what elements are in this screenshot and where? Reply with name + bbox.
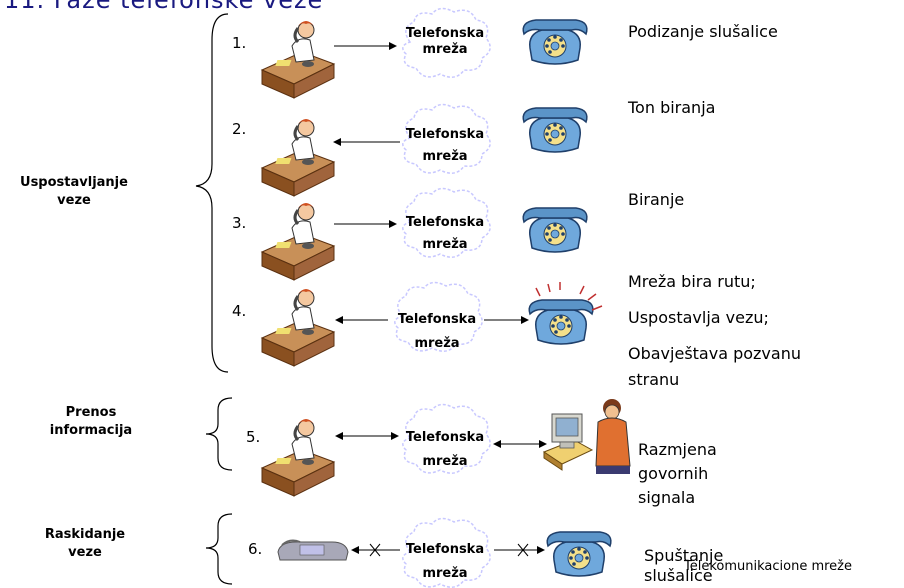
step-number: 6. xyxy=(248,540,263,558)
step-number: 2. xyxy=(232,120,247,138)
step-description: Uspostavlja vezu; xyxy=(628,308,769,327)
caller-person-icon xyxy=(260,19,336,100)
telephone-icon xyxy=(546,531,612,577)
telephone-icon xyxy=(522,19,588,65)
step-description: Mreža bira rutu; xyxy=(628,272,756,291)
brace-teardown xyxy=(205,513,233,585)
step-description: Biranje xyxy=(628,190,685,209)
caller-person-icon xyxy=(260,117,336,198)
computer-user-icon xyxy=(542,399,631,474)
phase-setup-label: Uspostavljanje veze xyxy=(20,175,128,208)
step-description: Razmjena xyxy=(638,440,717,459)
network-label: Telefonska mreža xyxy=(405,542,485,581)
phase-transfer-label: Prenos informacija xyxy=(49,405,133,438)
step-description: Podizanje slušalice xyxy=(628,22,778,41)
step-number: 5. xyxy=(246,428,261,446)
step-description: stranu xyxy=(628,370,680,389)
network-label: Telefonska mreža xyxy=(405,127,485,164)
step-description: govornih xyxy=(638,464,709,483)
ringing-telephone-icon xyxy=(528,299,594,345)
caller-person-icon xyxy=(260,417,336,498)
step-number: 4. xyxy=(232,302,247,320)
network-label: Telefonska mreža xyxy=(405,215,485,252)
telephone-icon xyxy=(522,107,588,153)
step-number: 1. xyxy=(232,34,247,52)
caller-person-icon xyxy=(260,287,336,368)
step-number: 3. xyxy=(232,214,247,232)
step-description: slušalice xyxy=(644,566,713,585)
slide-title: 11. Faze telefonske veze xyxy=(4,0,324,14)
desk-phone-icon xyxy=(277,539,349,561)
brace-setup xyxy=(195,13,229,373)
network-label: Telefonska mreža xyxy=(405,430,485,469)
brace-transfer xyxy=(205,397,233,471)
network-label: Telefonska mreža xyxy=(405,26,485,57)
step-description: Ton biranja xyxy=(628,98,716,117)
telephone-icon xyxy=(522,207,588,253)
step-description: signala xyxy=(638,488,696,507)
step-description: Spuštanje xyxy=(644,546,724,565)
phase-teardown-label: Raskidanje veze xyxy=(44,527,126,560)
network-label: Telefonska mreža xyxy=(397,312,477,351)
footer-text: Telekomunikacione mreže xyxy=(684,559,853,574)
caller-person-icon xyxy=(260,201,336,282)
step-description: Obavještava pozvanu xyxy=(628,344,801,363)
